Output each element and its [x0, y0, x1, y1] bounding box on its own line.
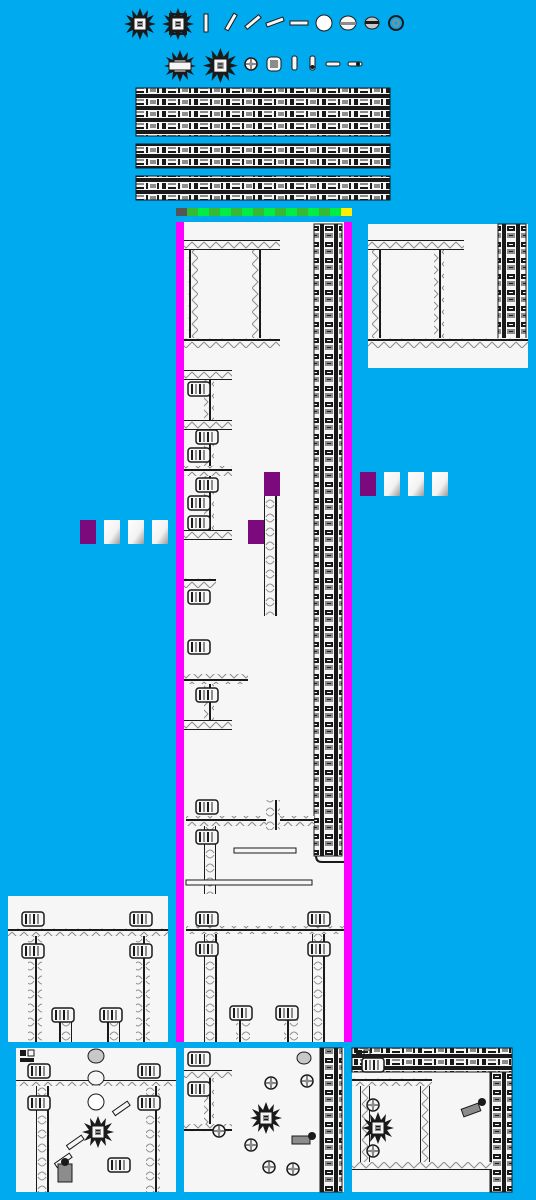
mine-icon [264, 1076, 278, 1090]
level-map-main [176, 222, 352, 1042]
palette-cell [275, 208, 286, 216]
player-soldier-icon [460, 1098, 486, 1118]
palette-cell [231, 208, 242, 216]
orb-icon [315, 14, 333, 32]
player-soldier-icon [291, 1132, 316, 1145]
mine-icon [286, 1162, 300, 1176]
orb-icon [87, 1093, 105, 1111]
machine-wall [313, 223, 343, 857]
bullet-icon [309, 55, 316, 71]
palette-cell [242, 208, 253, 216]
palette-cell [264, 208, 275, 216]
palette-cell [308, 208, 319, 216]
bar-diagonal-icon [265, 16, 285, 28]
mine-icon [262, 1160, 276, 1174]
sprite-row-2 [163, 47, 363, 84]
palette-cell [297, 208, 308, 216]
level-edge-right [344, 222, 352, 1042]
palette-cell [176, 208, 187, 216]
palette-cell [220, 208, 231, 216]
palette-strip [176, 208, 352, 216]
machinery-bank-small [135, 175, 391, 201]
hud-lives-icon [356, 1049, 371, 1057]
gameplay-screen-1 [16, 1048, 176, 1192]
machinery-bank-large [135, 87, 391, 137]
bar-horizontal-icon [289, 20, 309, 26]
bar-diagonal-icon [224, 12, 238, 32]
bullet-icon [325, 61, 341, 67]
palette-cell [198, 208, 209, 216]
mine-icon [366, 1144, 380, 1158]
marker-block [264, 472, 280, 496]
hud-lives-icon [20, 1049, 35, 1062]
fade-tiles-right [360, 472, 448, 496]
palette-cell [209, 208, 220, 216]
pod-icon [266, 56, 282, 72]
machinery-bank-medium [135, 143, 391, 169]
mine-icon [366, 1098, 380, 1112]
mine-icon [300, 1074, 314, 1088]
spiked-boss-icon [161, 7, 195, 41]
palette-cell [330, 208, 341, 216]
capsule-icon [339, 15, 357, 31]
bar-diagonal-icon [244, 13, 262, 31]
capsule-icon [296, 1051, 312, 1065]
gameplay-screen-2 [184, 1047, 344, 1193]
mine-icon [244, 57, 258, 71]
player-soldier-icon [57, 1158, 73, 1183]
capsule-icon [87, 1048, 105, 1086]
bullet-icon [291, 55, 298, 71]
marker-block [248, 520, 264, 544]
fade-tiles-left [80, 520, 168, 544]
room-preview-top [368, 223, 528, 368]
palette-cell [341, 208, 352, 216]
bullet-icon [347, 61, 363, 67]
spiked-boss-icon [163, 49, 197, 83]
sprite-row-1 [123, 7, 404, 41]
palette-cell [187, 208, 198, 216]
mine-icon [212, 1124, 226, 1138]
palette-cell [253, 208, 264, 216]
room-preview-bottom [8, 896, 168, 1042]
bar-vertical-icon [203, 13, 209, 33]
level-edge-left [176, 222, 184, 1042]
palette-cell [286, 208, 297, 216]
mine-icon [244, 1138, 258, 1152]
palette-cell [319, 208, 330, 216]
capsule-icon [364, 16, 380, 30]
ring-icon [388, 15, 404, 31]
gameplay-screen-3 [351, 1047, 513, 1193]
